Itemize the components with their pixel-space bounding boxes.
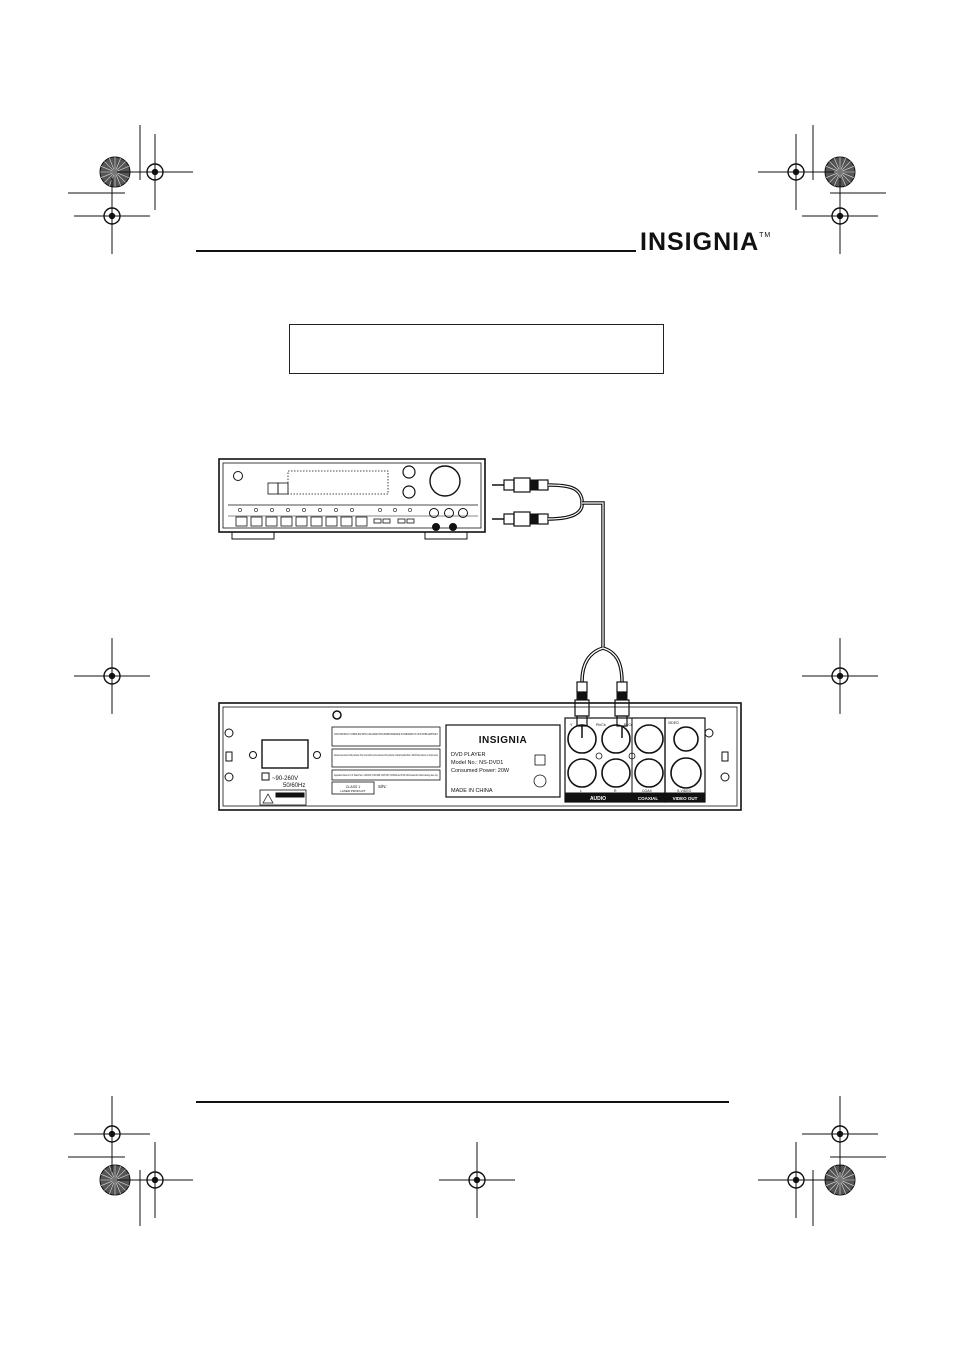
panel-dolby: Manufactured under license from Dolby La…	[334, 753, 438, 757]
brand-name: INSIGNIA	[640, 228, 760, 256]
jack-label-pb: Pb/Cb	[596, 723, 606, 727]
panel-laser-class: CLASS 1	[346, 785, 360, 789]
panel-frequency: 50/60Hz	[283, 783, 305, 789]
av-receiver	[218, 458, 486, 540]
panel-compliance: THIS PRODUCT COMPLIES WITH FDA RADIATION…	[334, 732, 439, 736]
dvd-panel-text: INSIGNIA DVD PLAYER Model No.: NS-DVD1 C…	[272, 721, 698, 802]
dvd-back-panel	[218, 702, 742, 811]
jack-label-right: R	[614, 789, 617, 793]
rca-audio-cable	[492, 477, 630, 738]
registration-mark	[801, 177, 879, 255]
registration-mark	[73, 637, 151, 715]
group-label-video-out: VIDEO OUT	[673, 796, 698, 801]
registration-mark	[801, 1095, 879, 1173]
registration-mark	[73, 1095, 151, 1173]
panel-model: Model No.: NS-DVD1	[451, 760, 503, 766]
panel-origin: MADE IN CHINA	[451, 788, 493, 794]
jack-label-left: L	[580, 789, 582, 793]
registration-mark	[757, 1141, 835, 1219]
crop-marks	[68, 125, 886, 1226]
jack-label-svideo: S-VIDEO	[677, 789, 692, 793]
registration-mark	[116, 133, 194, 211]
brand-logo: INSIGNIATM	[640, 228, 771, 257]
footer-rule	[196, 1101, 729, 1103]
jack-label-y: Y	[570, 723, 573, 727]
registration-mark	[73, 177, 151, 255]
panel-laser-product: LASER PRODUCT	[340, 789, 366, 793]
trademark-mark: TM	[759, 232, 772, 239]
registration-mark	[801, 637, 879, 715]
note-box	[289, 324, 664, 374]
jack-label-coax: COAX	[642, 789, 653, 793]
panel-voltage: ~90-260V	[272, 776, 298, 782]
registration-mark	[757, 133, 835, 211]
panel-product: DVD PLAYER	[451, 752, 485, 758]
panel-power: Consumed Power: 20W	[451, 768, 510, 774]
group-label-coaxial: COAXIAL	[638, 796, 659, 801]
registration-mark	[438, 1141, 516, 1219]
panel-serial: S/N:	[378, 784, 387, 789]
jack-label-pr: Pr/Cr	[624, 723, 633, 727]
panel-patent: Apparatus Claims of U.S. Patent Nos. 4,6…	[334, 773, 438, 777]
jack-label-video: VIDEO	[668, 721, 679, 725]
header-rule	[196, 250, 636, 252]
group-label-audio: AUDIO	[590, 796, 606, 802]
registration-mark	[116, 1141, 194, 1219]
panel-brand: INSIGNIA	[479, 735, 527, 746]
